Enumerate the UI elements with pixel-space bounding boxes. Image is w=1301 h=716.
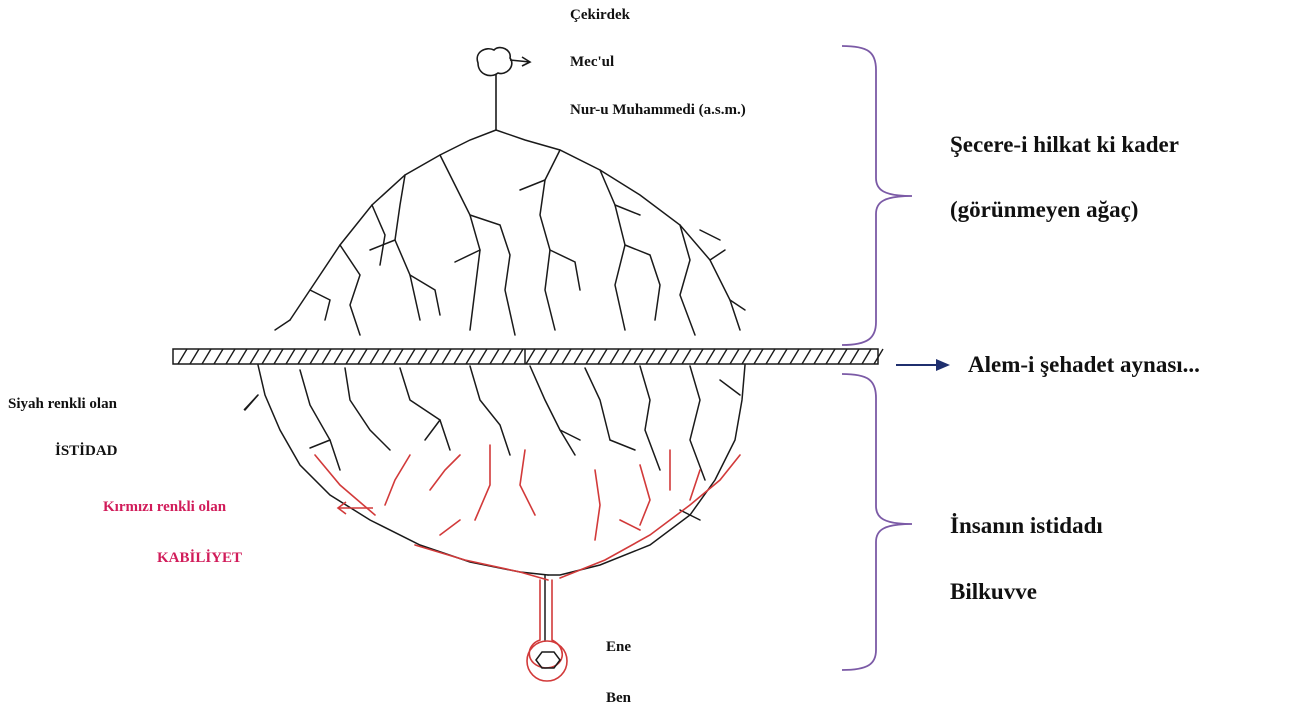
label-nur-u-muhammedi: Nur-u Muhammedi (a.s.m.) xyxy=(570,103,746,118)
lower-tree-red xyxy=(315,445,740,681)
black-pointer-icon xyxy=(244,395,258,410)
red-arrow-icon xyxy=(338,502,373,514)
label-insanin-istidadi: İnsanın istidadı xyxy=(950,514,1103,537)
seed-top xyxy=(477,48,530,130)
label-kirmizi-renkli-olan: Kırmızı renkli olan xyxy=(103,500,226,515)
label-ene: Ene xyxy=(606,640,631,655)
label-cekirdek: Çekirdek xyxy=(570,8,630,23)
label-gorunmeyen-agac: (görünmeyen ağaç) xyxy=(950,198,1138,221)
label-bilkuvve: Bilkuvve xyxy=(950,580,1037,603)
lower-tree-black xyxy=(245,365,745,640)
label-kabiliyet: KABİLİYET xyxy=(157,551,242,566)
navy-arrow-icon xyxy=(896,359,950,371)
label-secere-i-hilkat: Şecere-i hilkat ki kader xyxy=(950,133,1179,156)
label-mecul: Mec'ul xyxy=(570,55,614,70)
label-alem-i-sehadet: Alem-i şehadet aynası... xyxy=(968,353,1200,376)
brace-bottom xyxy=(842,374,912,670)
seed-bottom xyxy=(536,652,560,668)
label-ben: Ben xyxy=(606,691,631,706)
mirror-band xyxy=(173,349,883,364)
label-siyah-renkli-olan: Siyah renkli olan xyxy=(8,397,117,412)
brace-top xyxy=(842,46,912,345)
label-istidad: İSTİDAD xyxy=(55,444,118,459)
upper-tree xyxy=(275,130,745,335)
